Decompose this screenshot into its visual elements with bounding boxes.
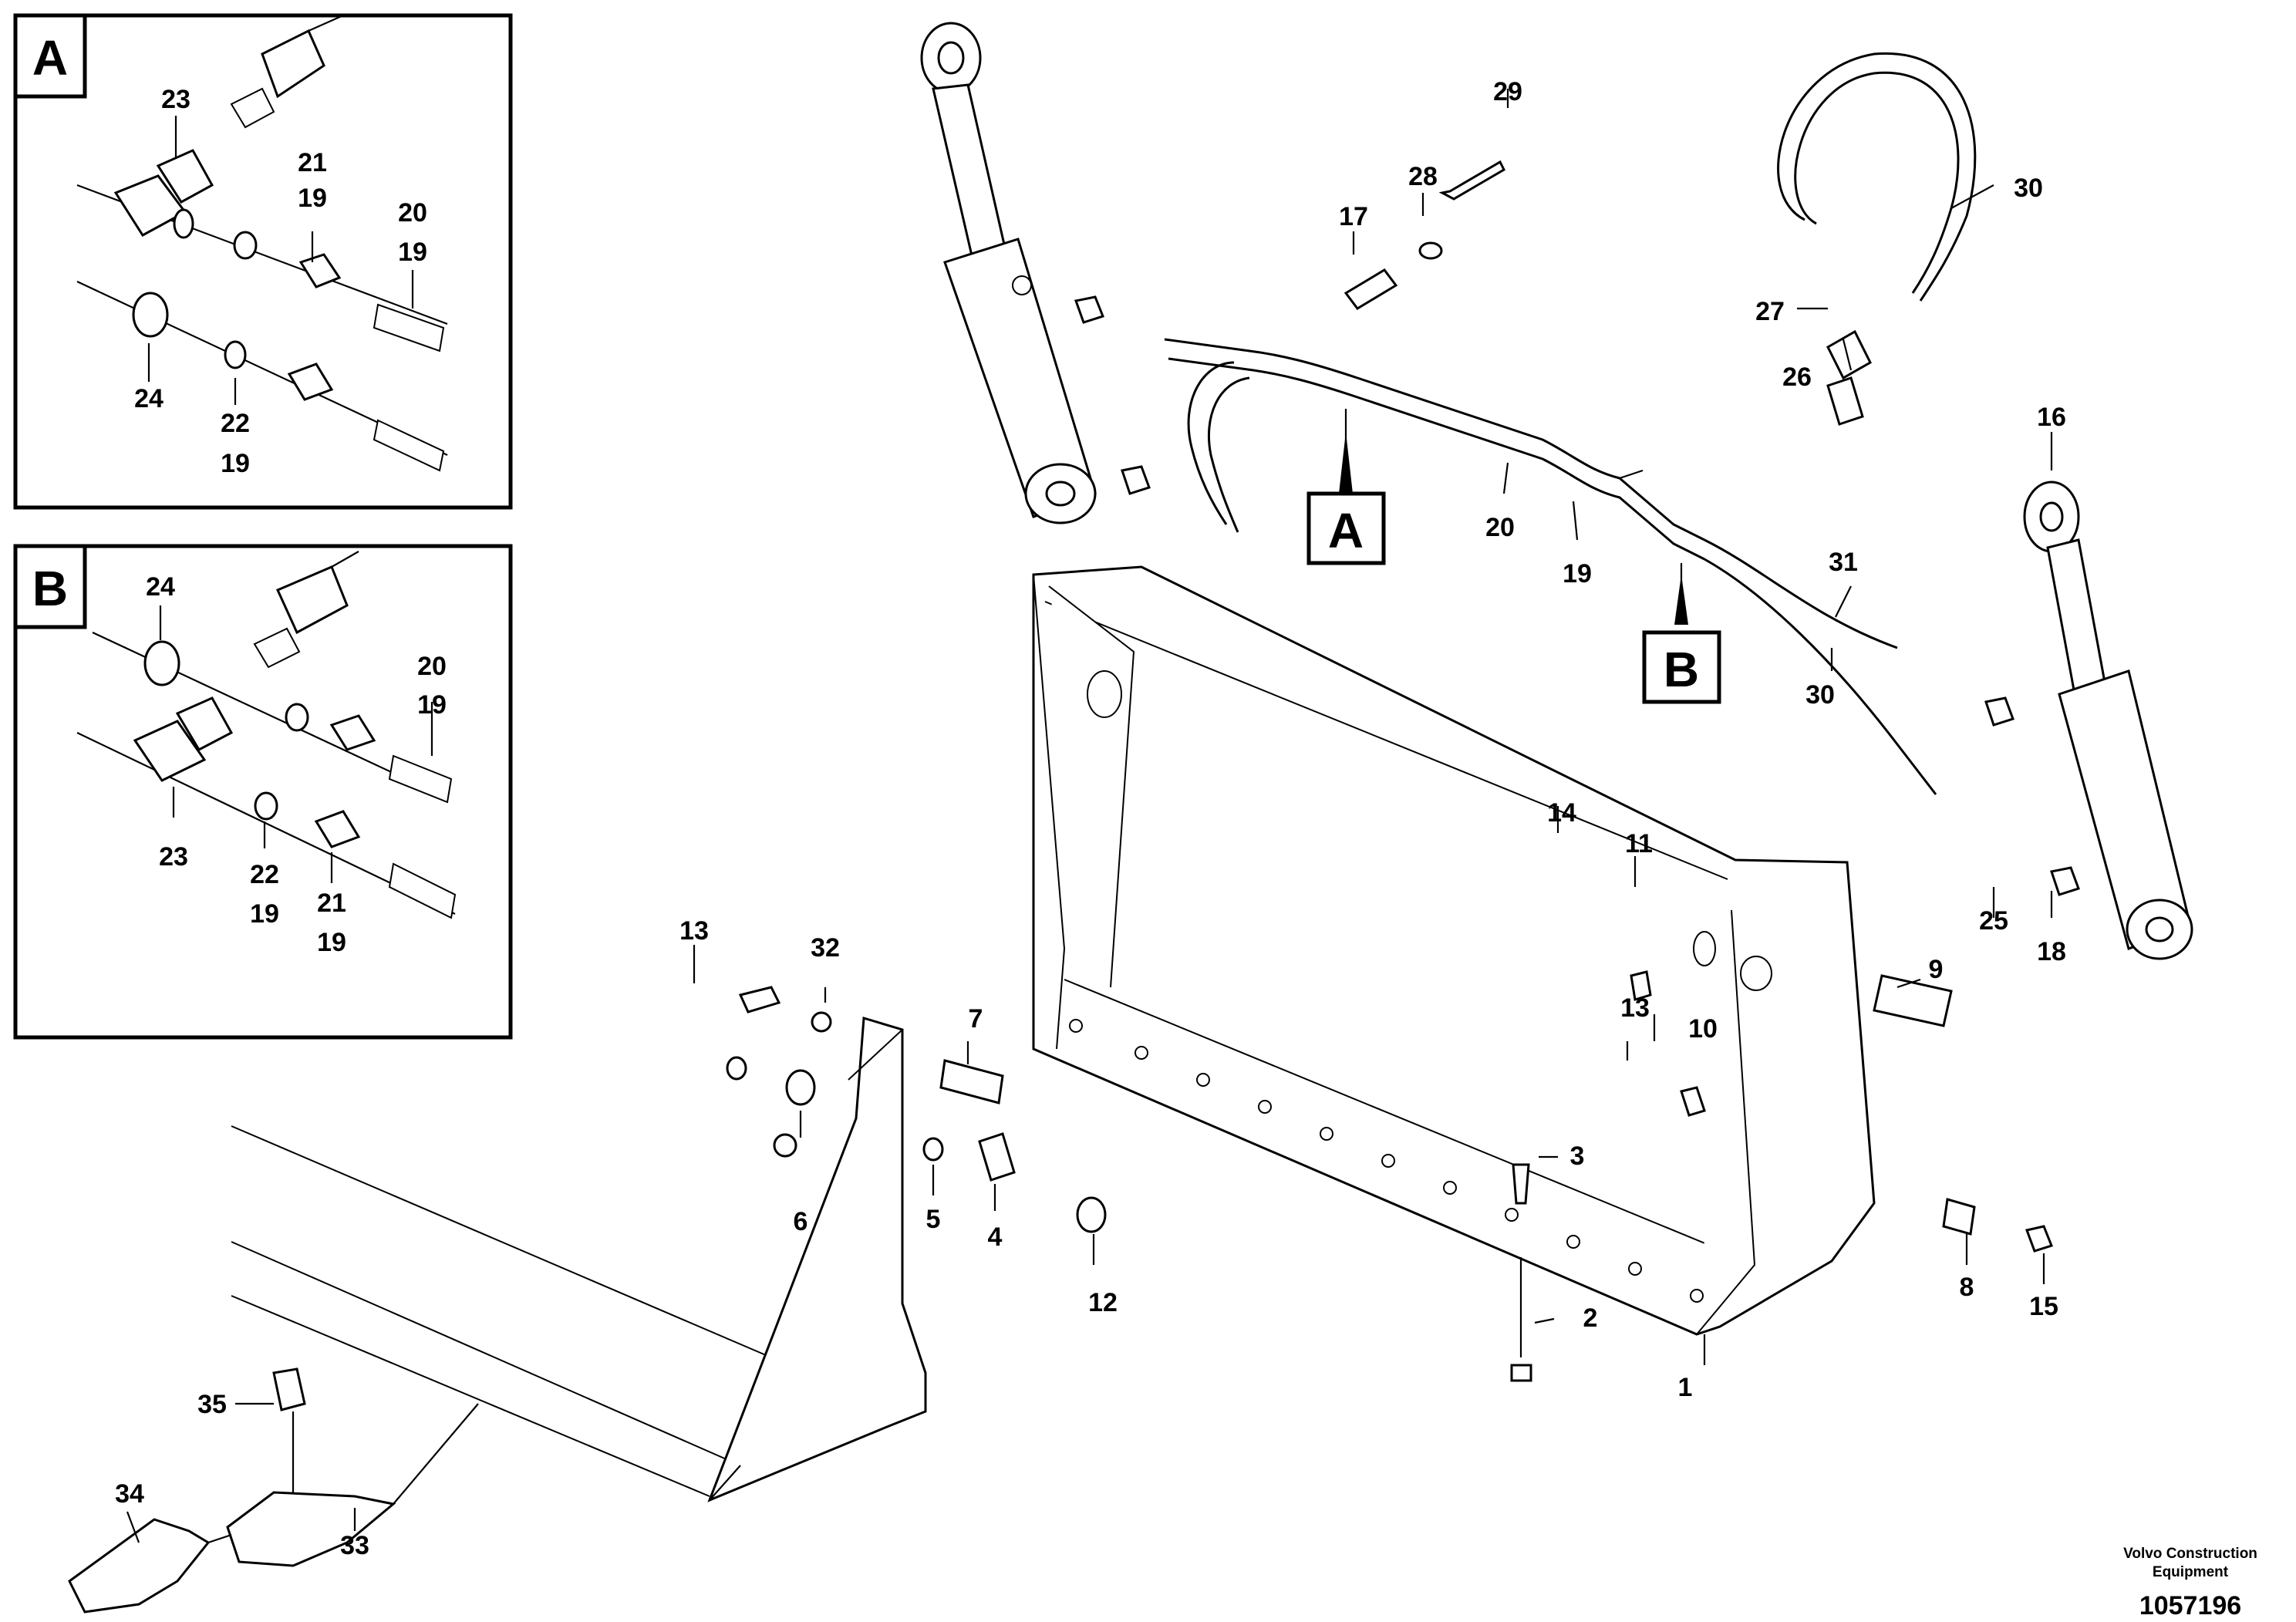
detail-a-label-23: 23 xyxy=(161,85,190,114)
detail-b-label-23: 23 xyxy=(159,842,188,872)
leader-lines xyxy=(126,89,2053,1543)
callout-13-right: 13 xyxy=(1620,993,1650,1023)
detail-box-a-letter: A xyxy=(32,30,68,86)
callout-13-left: 13 xyxy=(679,916,709,946)
detail-a-label-20: 20 xyxy=(398,198,427,228)
callout-30-lower: 30 xyxy=(1805,680,1835,710)
marker-a-letter: A xyxy=(1328,503,1364,558)
callout-19: 19 xyxy=(1563,559,1592,588)
marker-b-letter: B xyxy=(1664,642,1699,697)
callout-33: 33 xyxy=(340,1531,369,1560)
doc-number: 1057196 xyxy=(2139,1591,2241,1620)
hydraulic-lines xyxy=(1074,52,2080,896)
callout-4: 4 xyxy=(988,1222,1003,1252)
callout-18: 18 xyxy=(2037,937,2066,966)
detail-a-drawing xyxy=(76,14,448,472)
detail-b-label-19b: 19 xyxy=(250,899,279,929)
bucket-secondary xyxy=(231,1017,927,1502)
credit-line-2: Equipment xyxy=(2153,1564,2229,1580)
callout-8: 8 xyxy=(1960,1273,1974,1302)
callout-7: 7 xyxy=(969,1004,983,1034)
callout-28: 28 xyxy=(1408,162,1438,191)
detail-b-label-19c: 19 xyxy=(317,928,346,957)
callout-12: 12 xyxy=(1088,1288,1118,1317)
callout-9: 9 xyxy=(1929,955,1944,984)
callout-15: 15 xyxy=(2029,1292,2058,1321)
detail-b-label-24: 24 xyxy=(146,572,175,602)
callout-29: 29 xyxy=(1493,77,1522,106)
callout-26: 26 xyxy=(1782,363,1812,392)
callout-32: 32 xyxy=(811,933,840,963)
marker-b: B xyxy=(1642,563,1721,704)
callout-17: 17 xyxy=(1339,202,1368,231)
callout-34: 34 xyxy=(115,1479,144,1509)
pin-hardware xyxy=(726,970,2053,1382)
detail-box-b-letter: B xyxy=(32,561,68,616)
callout-35: 35 xyxy=(197,1390,227,1419)
left-tilt-cylinder xyxy=(920,22,1097,524)
callout-10: 10 xyxy=(1688,1014,1718,1044)
callout-3: 3 xyxy=(1570,1141,1585,1171)
callouts: 1 2 3 4 5 6 7 8 9 10 11 12 13 13 14 15 1… xyxy=(115,77,2066,1560)
detail-box-b: B 24 20 19 23 22 19 21 19 xyxy=(13,544,513,1040)
detail-a-label-24: 24 xyxy=(134,384,164,413)
callout-2: 2 xyxy=(1583,1303,1598,1333)
detail-a-label-22: 22 xyxy=(221,409,250,438)
callout-20: 20 xyxy=(1485,513,1515,542)
credit-line-1: Volvo Construction xyxy=(2123,1546,2257,1562)
detail-a-label-19b: 19 xyxy=(398,238,427,267)
detail-b-label-21: 21 xyxy=(317,889,346,918)
callout-31: 31 xyxy=(1829,548,1858,577)
callout-27: 27 xyxy=(1755,297,1785,326)
callout-30-top: 30 xyxy=(2014,174,2043,203)
tooth-assembly xyxy=(68,1367,479,1614)
detail-b-label-22: 22 xyxy=(250,860,279,889)
callout-6: 6 xyxy=(794,1207,808,1236)
detail-box-a: A xyxy=(13,13,513,510)
footer: Volvo Construction Equipment 1057196 xyxy=(2123,1546,2257,1620)
callout-16: 16 xyxy=(2037,403,2066,432)
detail-a-label-21: 21 xyxy=(298,148,327,177)
right-tilt-cylinder xyxy=(2023,481,2193,960)
bucket-main xyxy=(1032,565,1876,1336)
callout-11: 11 xyxy=(1625,829,1653,858)
detail-b-drawing xyxy=(76,551,457,919)
detail-a-label-19: 19 xyxy=(298,184,327,213)
detail-b-label-19: 19 xyxy=(417,690,447,720)
detail-a-label-19c: 19 xyxy=(221,449,250,478)
callout-5: 5 xyxy=(926,1205,941,1234)
bucket-main-edge-holes xyxy=(1069,1019,1704,1303)
marker-a: A xyxy=(1306,409,1386,565)
callout-1: 1 xyxy=(1678,1373,1693,1402)
detail-b-label-20: 20 xyxy=(417,652,447,681)
callout-25: 25 xyxy=(1979,906,2008,936)
callout-14: 14 xyxy=(1547,798,1576,828)
